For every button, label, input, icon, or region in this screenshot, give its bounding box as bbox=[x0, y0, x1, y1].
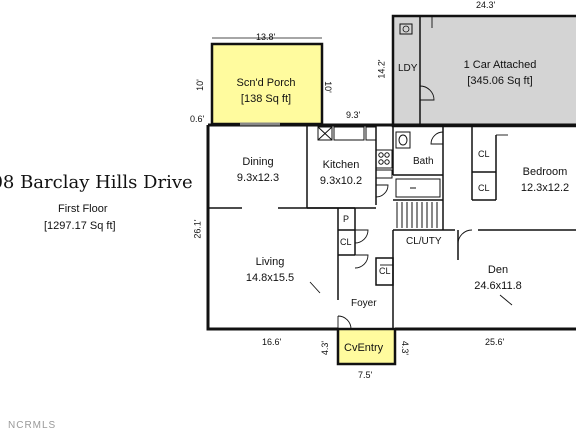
pantry-label: P bbox=[343, 214, 350, 224]
dim-garage-depth: 14.2' bbox=[376, 59, 387, 79]
entry-box bbox=[336, 327, 397, 366]
ldy-label: LDY bbox=[398, 63, 418, 74]
door-swings bbox=[309, 16, 513, 330]
kitchen-fixtures bbox=[317, 126, 393, 179]
foyer-label: Foyer bbox=[351, 298, 377, 309]
garage-name: 1 Car Attached bbox=[463, 59, 537, 71]
living-name: Living bbox=[255, 256, 285, 268]
porch-name: Scn'd Porch bbox=[236, 77, 296, 89]
dim-porch-depth-left: 10' bbox=[194, 79, 205, 91]
dim-bottom-left: 16.6' bbox=[262, 337, 282, 347]
closet-label-hall: CL bbox=[340, 237, 352, 247]
dim-entry-depth-left: 4.3' bbox=[320, 340, 331, 356]
den-label: Den 24.6x11.8 bbox=[474, 263, 522, 295]
stairs bbox=[396, 202, 438, 228]
dim-offset-left: 0.6' bbox=[190, 114, 205, 124]
dim-left-depth: 26.1' bbox=[192, 219, 203, 239]
bedroom-size: 12.3x12.2 bbox=[520, 181, 570, 194]
entry-label: CvEntry bbox=[344, 342, 384, 354]
bedroom-label: Bedroom 12.3x12.2 bbox=[521, 165, 569, 197]
kitchen-label: Kitchen 9.3x10.2 bbox=[320, 158, 362, 190]
porch-label: Scn'd Porch [138 Sq ft] bbox=[237, 76, 296, 108]
living-size: 14.8x15.5 bbox=[245, 271, 295, 284]
porch-area-text: [138 Sq ft] bbox=[240, 92, 292, 105]
dining-size: 9.3x12.3 bbox=[236, 171, 280, 184]
porch-area bbox=[210, 42, 324, 126]
dining-label: Dining 9.3x12.3 bbox=[237, 155, 279, 187]
den-size: 24.6x11.8 bbox=[474, 279, 522, 292]
bath-fixtures bbox=[395, 131, 441, 198]
interior-walls bbox=[208, 125, 576, 329]
closet-label-den: CL bbox=[379, 266, 391, 276]
mls-watermark: NCRMLS bbox=[8, 420, 57, 431]
cl-uty-label: CL/UTY bbox=[406, 236, 442, 247]
dim-entry-depth-right: 4.3' bbox=[400, 340, 411, 356]
garage-label: 1 Car Attached [345.06 Sq ft] bbox=[464, 58, 537, 90]
closet-label-bed-2: CL bbox=[478, 183, 490, 193]
dim-kitchen-top: 9.3' bbox=[346, 110, 361, 120]
dining-name: Dining bbox=[242, 156, 274, 168]
garage-area bbox=[391, 14, 576, 128]
floor-area: [1297.17 Sq ft] bbox=[44, 220, 116, 232]
living-label: Living 14.8x15.5 bbox=[246, 255, 294, 287]
garage-area-text: [345.06 Sq ft] bbox=[467, 74, 533, 87]
dim-entry-width: 7.5' bbox=[358, 370, 373, 380]
floor-label: First Floor bbox=[58, 203, 108, 215]
bedroom-name: Bedroom bbox=[522, 166, 568, 178]
dim-porch-width: 13.8' bbox=[256, 32, 276, 42]
closet-label-bed-1: CL bbox=[478, 149, 490, 159]
dim-porch-depth-right: 10' bbox=[322, 81, 333, 93]
bath-label: Bath bbox=[413, 156, 434, 167]
water-heater bbox=[399, 23, 413, 35]
dim-garage-width: 24.3' bbox=[476, 0, 496, 10]
den-name: Den bbox=[487, 264, 509, 276]
kitchen-name: Kitchen bbox=[322, 159, 360, 171]
kitchen-size: 9.3x10.2 bbox=[319, 174, 363, 187]
property-address: 508 Barclay Hills Drive bbox=[0, 172, 193, 193]
dim-bottom-right: 25.6' bbox=[485, 337, 505, 347]
